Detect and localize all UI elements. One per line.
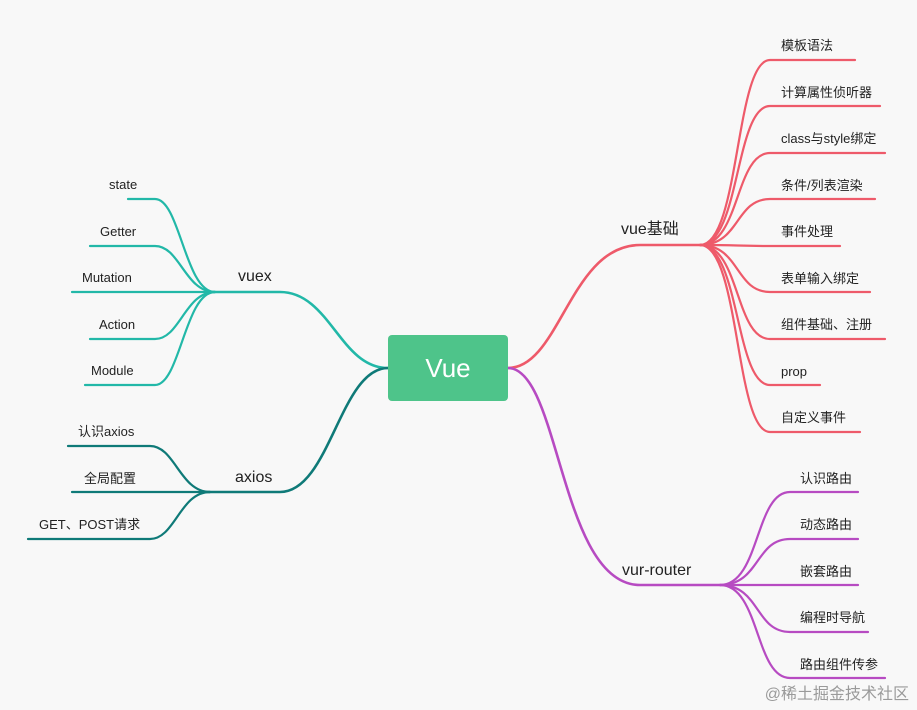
edge-router-item-3 <box>718 583 870 634</box>
edge-root-basics <box>506 243 702 370</box>
router-item-nested[interactable]: 嵌套路由 <box>800 564 853 579</box>
branch-basics-label[interactable]: vue基础 <box>621 221 679 238</box>
basics-item-conditional-list[interactable]: 条件/列表渲染 <box>781 178 863 193</box>
root-label: Vue <box>425 352 471 383</box>
root-node[interactable]: Vue <box>388 335 508 401</box>
edge-axios-item-0 <box>66 444 212 494</box>
axios-item-config[interactable]: 全局配置 <box>84 471 137 486</box>
edge-router-item-4 <box>718 583 887 680</box>
vuex-item-module[interactable]: Module <box>91 363 134 378</box>
edge-vuex-item-0 <box>126 197 217 294</box>
edge-basics-item-6 <box>698 243 887 341</box>
branch-axios-label[interactable]: axios <box>235 469 273 486</box>
edge-root-vuex <box>208 290 390 370</box>
edge-router-item-0 <box>718 490 860 587</box>
watermark: @稀土掘金技术社区 <box>764 686 909 703</box>
vuex-item-mutation[interactable]: Mutation <box>82 270 132 285</box>
basics-item-events[interactable]: 事件处理 <box>781 224 834 239</box>
edge-root-router <box>506 366 722 587</box>
router-item-props[interactable]: 路由组件传参 <box>800 657 879 672</box>
vuex-item-action[interactable]: Action <box>99 317 136 332</box>
branch-vuex-label[interactable]: vuex <box>238 268 272 285</box>
router-item-programmatic[interactable]: 编程时导航 <box>800 610 866 625</box>
edge-basics-item-3 <box>698 197 877 247</box>
basics-item-components[interactable]: 组件基础、注册 <box>781 317 873 332</box>
branch-router-label[interactable]: vur-router <box>622 562 692 579</box>
basics-item-form-binding[interactable]: 表单输入绑定 <box>781 271 860 286</box>
edge-root-axios <box>203 366 390 494</box>
edge-basics-item-2 <box>698 151 887 247</box>
basics-item-computed-watchers[interactable]: 计算属性侦听器 <box>781 85 873 100</box>
vuex-item-getter[interactable]: Getter <box>100 224 137 239</box>
edge-vuex-item-3 <box>88 290 217 341</box>
basics-item-template-syntax[interactable]: 模板语法 <box>781 38 834 53</box>
router-item-dynamic[interactable]: 动态路由 <box>800 517 853 532</box>
edge-axios-item-2 <box>26 490 212 541</box>
router-item-intro[interactable]: 认识路由 <box>800 471 853 486</box>
basics-item-prop[interactable]: prop <box>781 364 808 379</box>
edge-basics-item-8 <box>698 243 862 434</box>
axios-item-requests[interactable]: GET、POST请求 <box>39 517 141 532</box>
edge-vuex-item-1 <box>88 244 217 294</box>
axios-item-intro[interactable]: 认识axios <box>78 424 135 439</box>
edge-basics-item-4 <box>698 243 842 248</box>
edge-basics-item-1 <box>698 104 882 247</box>
edge-vuex-item-4 <box>83 290 217 387</box>
edge-basics-item-7 <box>698 243 822 387</box>
basics-item-custom-events[interactable]: 自定义事件 <box>781 410 847 425</box>
edge-basics-item-5 <box>698 243 872 294</box>
vuex-item-state[interactable]: state <box>109 177 138 192</box>
edge-router-item-1 <box>718 537 860 587</box>
basics-item-class-style[interactable]: class与style绑定 <box>781 131 877 146</box>
edge-basics-item-0 <box>698 58 857 247</box>
